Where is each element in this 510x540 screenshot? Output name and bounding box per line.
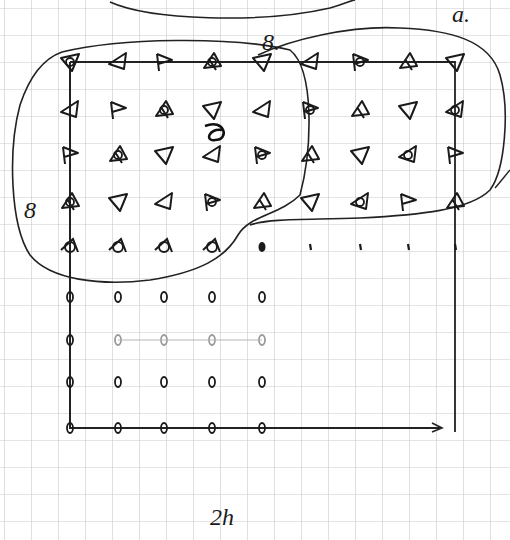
- marked-point: [61, 239, 78, 252]
- marked-point: [401, 194, 416, 211]
- marked-point: [399, 146, 416, 162]
- marked-point: [353, 54, 368, 71]
- marked-point: [203, 146, 220, 162]
- marked-point: [203, 239, 220, 252]
- point-circle: [258, 151, 266, 159]
- group-outline: [250, 28, 505, 225]
- grid-point: [67, 377, 73, 387]
- group-outline: [13, 40, 309, 282]
- marked-point: [253, 101, 270, 117]
- point-circle: [160, 106, 168, 114]
- point-circle: [207, 242, 217, 252]
- handwritten-label: a.: [452, 2, 470, 26]
- marked-point: [352, 101, 369, 118]
- marked-point: [205, 194, 220, 211]
- marked-point: [446, 54, 464, 71]
- point-circle: [306, 106, 314, 114]
- marked-point: [61, 101, 78, 117]
- grid-point: [259, 292, 265, 302]
- marked-point: [351, 147, 369, 164]
- marked-point: [110, 146, 127, 163]
- handwritten-label: 8: [24, 198, 36, 222]
- marked-point: [62, 193, 79, 210]
- point-circle: [66, 198, 74, 206]
- marked-point: [400, 53, 417, 70]
- marked-point: [155, 147, 173, 164]
- point-circle: [113, 242, 123, 252]
- grid-point: [360, 244, 361, 250]
- marked-point: [155, 239, 172, 252]
- point-circle: [208, 198, 216, 206]
- marked-point: [254, 193, 271, 210]
- grid-point: [161, 292, 167, 302]
- marked-point: [109, 53, 126, 69]
- frame-line: [70, 62, 440, 428]
- grid-point: [115, 377, 121, 387]
- outline-tail: [495, 170, 510, 188]
- marked-point: [61, 54, 79, 71]
- grid-point: [115, 292, 121, 302]
- grid-point: [259, 377, 265, 387]
- marked-point: [63, 147, 78, 164]
- faint-line: [118, 339, 262, 340]
- point-circle: [114, 151, 122, 159]
- grid-point: [115, 423, 121, 433]
- marked-point: [399, 102, 417, 119]
- grid-point: [67, 335, 73, 345]
- grid-point: [209, 377, 215, 387]
- marked-point: [447, 193, 464, 210]
- marked-point: [253, 54, 271, 71]
- marked-point: [301, 53, 318, 69]
- marked-point: [351, 193, 368, 209]
- point-circle: [65, 242, 75, 252]
- grid-point: [209, 423, 215, 433]
- marked-point: [301, 194, 319, 211]
- frame-line: [70, 62, 455, 432]
- marked-point: [446, 101, 463, 117]
- grid-point: [259, 423, 265, 433]
- point-circle: [66, 58, 74, 66]
- point-circle: [356, 58, 364, 66]
- marked-point: [203, 102, 221, 119]
- handwritten-label: 2h: [210, 505, 234, 529]
- marked-point: [155, 193, 172, 209]
- handwritten-label: 8.: [262, 30, 280, 54]
- arrow-head: [432, 423, 442, 432]
- marked-point: [109, 239, 126, 252]
- marked-point: [156, 101, 173, 118]
- marked-point: [303, 102, 318, 119]
- point-circle: [208, 58, 216, 66]
- grid-point: [310, 244, 311, 250]
- marked-point: [109, 194, 127, 211]
- marked-point: [111, 102, 126, 119]
- grid-point: [161, 423, 167, 433]
- grid-point: [67, 423, 73, 433]
- point-circle: [356, 198, 364, 206]
- grid-point: [161, 377, 167, 387]
- marked-point: [302, 146, 319, 163]
- filled-point: [259, 242, 266, 252]
- grid-point: [408, 244, 409, 250]
- marked-point: [204, 53, 221, 70]
- scribble-mark: [205, 124, 224, 140]
- outline-curve: [110, 0, 355, 18]
- marked-point: [448, 147, 463, 164]
- grid-point: [209, 292, 215, 302]
- point-circle: [159, 242, 169, 252]
- marked-point: [255, 147, 270, 164]
- point-circle: [404, 151, 412, 159]
- grid-point: [67, 292, 73, 302]
- grid-point: [455, 244, 456, 250]
- marked-point: [157, 54, 172, 71]
- point-circle: [451, 106, 459, 114]
